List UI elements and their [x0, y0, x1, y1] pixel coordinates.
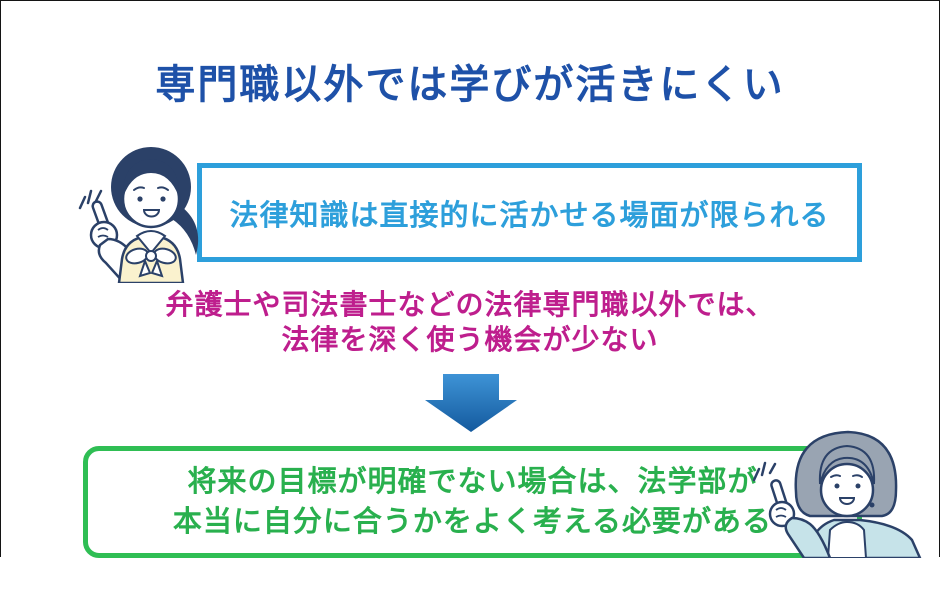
- page-title: 専門職以外では学びが活きにくい: [155, 63, 785, 107]
- mouth-icon: [142, 209, 161, 218]
- mouth-icon: [838, 497, 856, 505]
- emphasis-marks-icon: [78, 189, 103, 210]
- down-arrow-icon: [425, 374, 517, 437]
- face-icon: [819, 462, 875, 518]
- eye-icon: [834, 483, 840, 489]
- arm-icon: [784, 516, 832, 560]
- young-woman-pointing-illustration: [70, 135, 220, 288]
- eye-icon: [855, 483, 861, 489]
- reason-box-text: 法律知識は直接的に活かせる場面が限られる: [229, 199, 830, 232]
- frame-border-top: [0, 0, 940, 1]
- detail-line-2: 法律を深く使う機会が少ない: [281, 324, 659, 355]
- ponytail-icon: [172, 207, 199, 255]
- reason-box: 法律知識は直接的に活かせる場面が限られる: [197, 163, 862, 262]
- eye-icon: [137, 196, 143, 202]
- detail-text: 弁護士や司法書士などの法律専門職以外では、 法律を深く使う機会が少ない: [0, 287, 940, 357]
- conclusion-box-text: 将来の目標が明確でない場合は、法学部が 本当に自分に合うかをよく考える必要がある: [173, 462, 772, 542]
- frame-border-left: [0, 0, 1, 557]
- conclusion-line-1: 将来の目標が明確でない場合は、法学部が: [187, 466, 758, 498]
- collar-icon: [135, 229, 167, 255]
- conclusion-box: 将来の目標が明確でない場合は、法学部が 本当に自分に合うかをよく考える必要がある: [83, 446, 862, 558]
- shirt-icon: [826, 520, 868, 559]
- young-woman-icon: [78, 147, 199, 285]
- detail-line-1: 弁護士や司法書士などの法律専門職以外では、: [165, 289, 775, 320]
- gray-haired-woman-icon: [752, 430, 922, 560]
- earring-icon: [869, 502, 875, 508]
- eye-icon: [160, 196, 166, 202]
- gray-haired-woman-pointing-illustration: [726, 428, 940, 563]
- conclusion-line-2: 本当に自分に合うかをよく考える必要がある: [172, 506, 773, 538]
- emphasis-marks-icon: [752, 461, 777, 482]
